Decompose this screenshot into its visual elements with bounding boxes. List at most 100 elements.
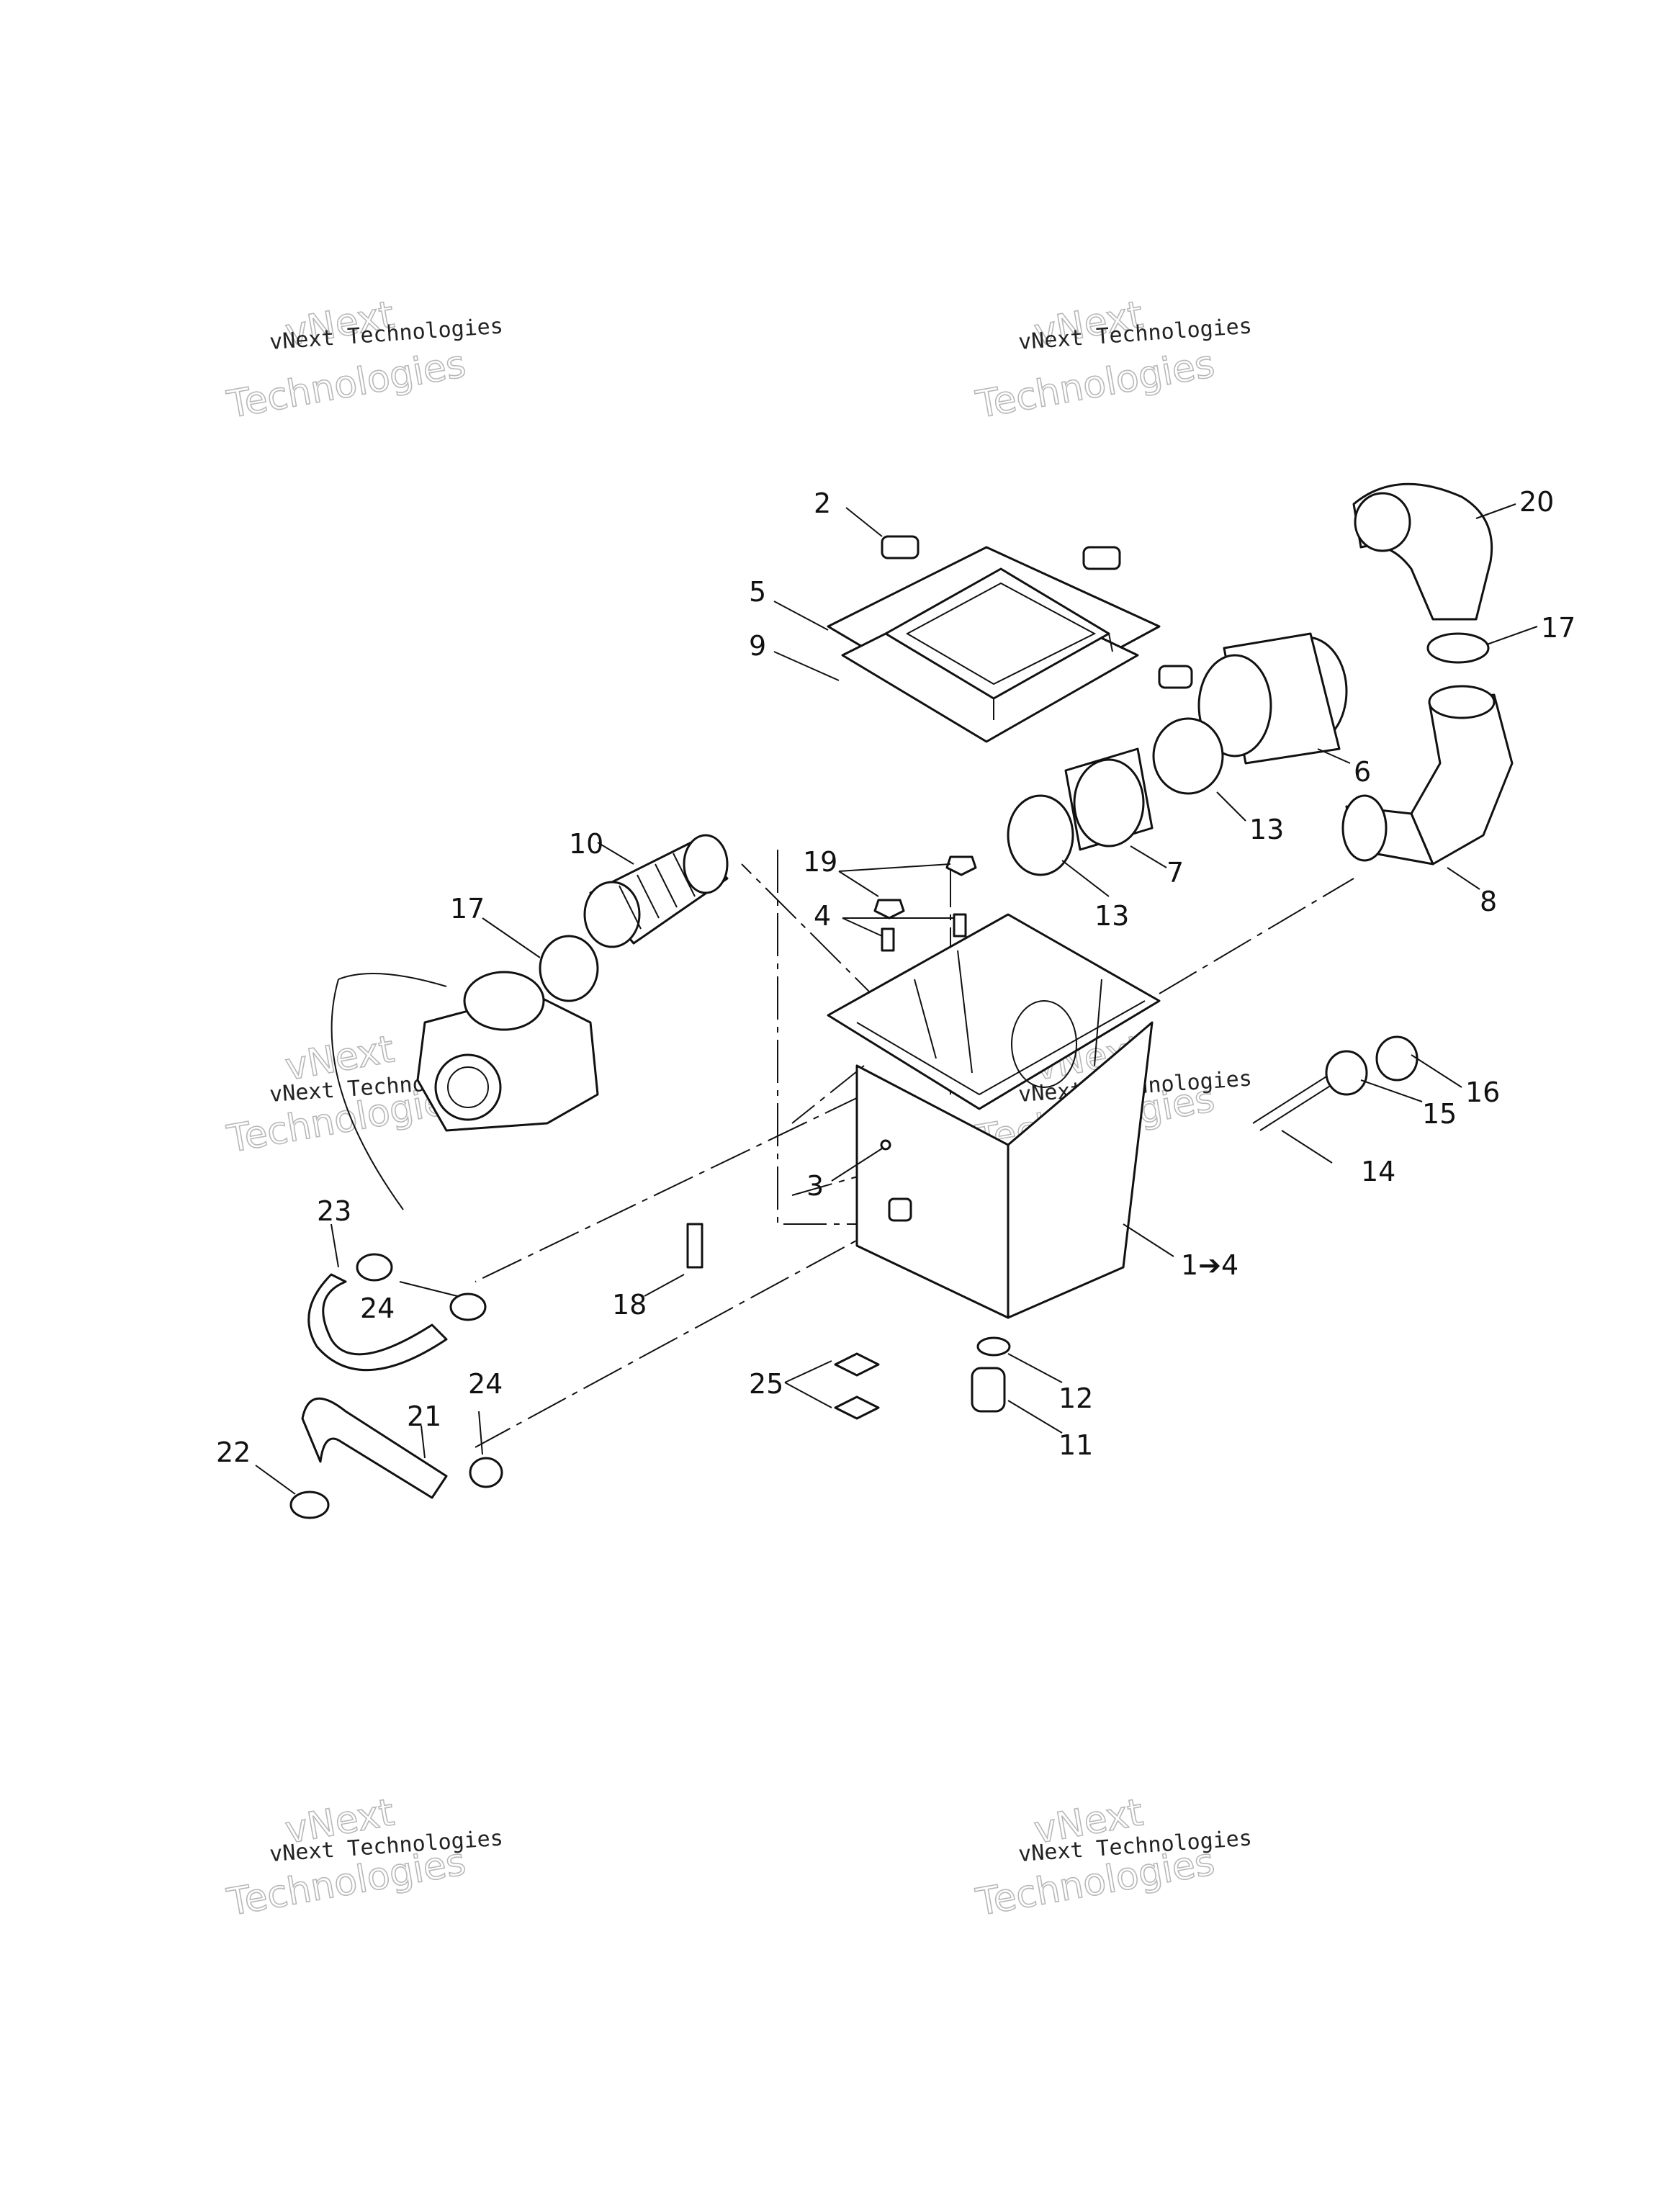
cap-16 [1375, 1035, 1419, 1082]
callout-labels: 2 5 9 20 17 6 13 7 13 8 10 17 19 4 3 1➔4… [216, 486, 1575, 1468]
clamp-12 [976, 1336, 1011, 1357]
leader-9 [773, 651, 840, 681]
callout-3: 3 [806, 1170, 824, 1202]
leader-5 [773, 601, 829, 631]
assembly-line-intake [1159, 878, 1354, 994]
leader-16 [1411, 1054, 1462, 1088]
leader-25 [784, 1360, 832, 1408]
callout-2: 2 [814, 487, 831, 519]
leader-2 [845, 507, 883, 537]
callout-10: 10 [569, 828, 603, 860]
adapter-7-end [1073, 758, 1145, 848]
callout-17-lower: 17 [450, 893, 485, 925]
callout-4: 4 [814, 900, 831, 932]
callout-11: 11 [1058, 1429, 1093, 1461]
air-box-rim [827, 913, 1161, 1110]
leader-17-upper [1486, 626, 1538, 645]
callout-18: 18 [612, 1289, 647, 1321]
part-carburetor [331, 971, 599, 1210]
clip-right [1082, 546, 1121, 570]
leader-18 [644, 1274, 685, 1297]
callout-20: 20 [1519, 486, 1554, 518]
leader-10 [597, 842, 634, 865]
callout-6: 6 [1354, 756, 1371, 788]
clip-left [881, 535, 920, 559]
clamp-13-lower [1007, 794, 1074, 876]
callout-25: 25 [749, 1368, 783, 1400]
callout-1-to-4: 1➔4 [1181, 1249, 1238, 1281]
leader-24-upper [399, 1281, 458, 1297]
callout-19: 19 [803, 846, 837, 878]
part-intake-boot [539, 834, 729, 1002]
leader-23 [331, 1223, 339, 1268]
part-air-box-cover [827, 535, 1193, 743]
leader-22 [255, 1465, 296, 1495]
intake-tube-8-end [1341, 794, 1388, 862]
callout-24-lower: 24 [468, 1368, 503, 1400]
carburetor-throat-inner [447, 1066, 489, 1108]
callout-12: 12 [1058, 1382, 1093, 1414]
callout-8: 8 [1480, 886, 1497, 917]
assembly-line-hose-upper [475, 1094, 865, 1282]
leader-7 [1130, 845, 1167, 868]
leader-11 [1007, 1400, 1063, 1434]
leader-12 [1007, 1353, 1063, 1383]
nut-19-left [873, 899, 905, 920]
leader-15 [1360, 1079, 1423, 1102]
cover-dome-top [905, 582, 1097, 685]
air-box-port [1011, 1000, 1077, 1088]
intake-tube-8-upper [1410, 693, 1514, 866]
leader-24-lower [478, 1411, 483, 1455]
callout-15: 15 [1422, 1098, 1457, 1130]
leader-17-lower [482, 917, 541, 958]
retainer-14 [1252, 1071, 1341, 1131]
drain-tube-11 [971, 1367, 1006, 1413]
leader-19 [838, 863, 951, 897]
callout-13-upper: 13 [1249, 814, 1284, 845]
leader-13-upper [1216, 791, 1246, 822]
air-box-drain-fitting [888, 1197, 912, 1222]
callout-14: 14 [1361, 1156, 1395, 1187]
watermark-top-left: vNext Technologies vNext Technologies [223, 293, 504, 428]
stud-4-right [953, 913, 967, 938]
clamp-24-upper [356, 1253, 393, 1282]
leader-14 [1281, 1130, 1333, 1164]
leader-21 [421, 1425, 426, 1459]
screw-18 [686, 1223, 703, 1269]
callout-16: 16 [1465, 1076, 1500, 1108]
assembly-line-boot [741, 863, 886, 1009]
leader-1 [1123, 1223, 1174, 1257]
carburetor-arrow [338, 973, 447, 987]
watermark-bottom-left: vNext Technologies vNext Technologies [223, 1791, 504, 1925]
leader-13-lower [1061, 860, 1110, 897]
clamp-24-mid [449, 1292, 487, 1321]
nut-19-right [945, 855, 977, 876]
clamp-13-upper [1152, 717, 1224, 795]
callout-9: 9 [749, 630, 766, 662]
clamp-22 [289, 1491, 330, 1519]
hose-23-routing [331, 979, 404, 1210]
clamp-17-lower [539, 935, 599, 1002]
part-air-box [827, 855, 1161, 1319]
watermark-top-right: vNext Technologies vNext Technologies [972, 293, 1253, 428]
hose-21 [301, 1397, 448, 1499]
carburetor-throat [434, 1053, 502, 1121]
watermark-word-technologies: Technologies [224, 343, 469, 427]
leader-4 [842, 917, 954, 937]
plug-15 [1325, 1050, 1368, 1096]
clamp-17-upper [1426, 632, 1490, 664]
part-intake-tube [1341, 482, 1514, 866]
clamp-24-lower [469, 1457, 503, 1488]
part-adapters [1007, 632, 1348, 876]
leader-20 [1475, 503, 1516, 519]
leader-3 [831, 1148, 883, 1182]
watermark-word-technologies: Technologies [973, 343, 1218, 427]
air-box-plug-3 [880, 1139, 891, 1151]
callout-24-upper: 24 [360, 1292, 395, 1324]
leader-6 [1317, 748, 1351, 764]
leader-8 [1447, 867, 1480, 890]
leader-lines [255, 503, 1538, 1495]
watermark-bottom-right: vNext Technologies vNext Technologies [972, 1791, 1253, 1925]
carburetor-top [463, 971, 545, 1031]
